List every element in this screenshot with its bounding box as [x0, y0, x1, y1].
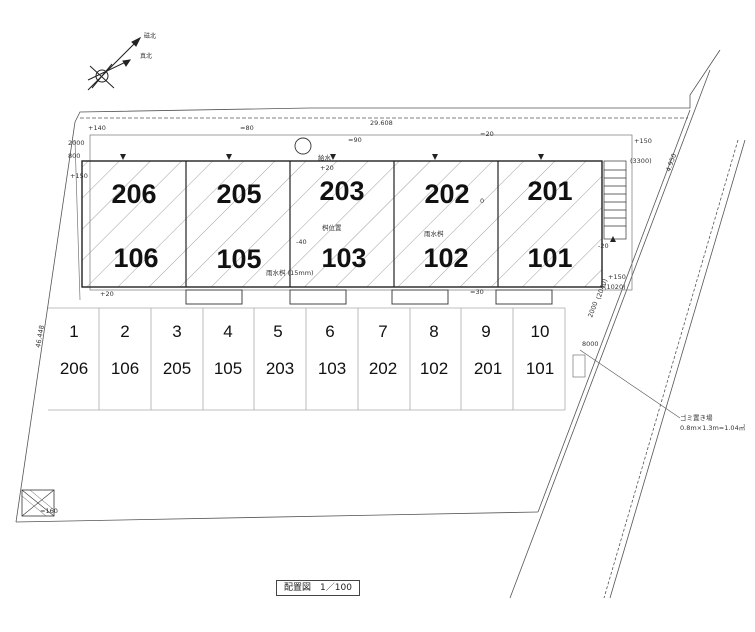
parking-lot-room: 101: [526, 359, 554, 378]
svg-text:+150: +150: [608, 273, 626, 281]
parking-lot-room: 102: [420, 359, 448, 378]
unit-label: 205: [216, 179, 261, 209]
svg-text:29.608: 29.608: [370, 119, 393, 127]
parking-lot-number: 10: [531, 322, 550, 341]
svg-text:=90: =90: [348, 136, 362, 144]
svg-text:給水: 給水: [318, 153, 332, 162]
svg-text:2000: 2000: [586, 300, 599, 318]
svg-text:=20: =20: [480, 130, 494, 138]
parking-lot-numbers: 1 2 3 4 5 6 7 8 9 10: [69, 322, 549, 341]
alcoves: [185, 289, 553, 305]
svg-text:4.950: 4.950: [664, 152, 678, 172]
svg-text:+20: +20: [320, 164, 334, 172]
parking-lot-number: 8: [429, 322, 438, 341]
compass-true-north: 真北: [140, 52, 152, 60]
unit-label: 102: [423, 243, 468, 273]
svg-text:=30: =30: [470, 288, 484, 296]
svg-text:雨水桝 (15mm): 雨水桝 (15mm): [266, 268, 314, 277]
svg-text:0.8m×1.3m=1.04㎡: 0.8m×1.3m=1.04㎡: [680, 423, 746, 432]
building-footprint: [81, 160, 603, 288]
site-boundary: [15, 49, 746, 599]
svg-text:+140: +140: [88, 124, 106, 132]
compass-magnetic-north: 磁北: [144, 32, 156, 40]
compass-icon: [87, 36, 142, 91]
parking-lot-number: 6: [325, 322, 334, 341]
svg-text:=80: =80: [240, 124, 254, 132]
parking-lot-number: 3: [172, 322, 181, 341]
svg-text:=160: =160: [40, 507, 58, 515]
svg-text:+150: +150: [634, 137, 652, 145]
staircase: [603, 160, 627, 240]
unit-label: 206: [111, 179, 156, 209]
unit-labels-lower: 106 105 103 102 101: [113, 243, 572, 274]
parking-lot-number: 7: [378, 322, 387, 341]
parking-lot-room: 106: [111, 359, 139, 378]
svg-text:2000: 2000: [68, 139, 85, 147]
parking-lot-room: 203: [266, 359, 294, 378]
svg-text:-40: -40: [296, 238, 307, 246]
dimension-notes: 29.608 +140 =80 =90 =20 +150 2000 800 +1…: [68, 119, 652, 298]
unit-dividers: [185, 161, 499, 287]
storage-box: [21, 489, 55, 517]
drawing-caption: 配置図 1／100: [276, 580, 360, 596]
parking-lot-number: 1: [69, 322, 78, 341]
parking-lot-room: 103: [318, 359, 346, 378]
svg-text:800: 800: [68, 152, 80, 160]
parking-lot-room: 105: [214, 359, 242, 378]
unit-label: 105: [216, 244, 261, 274]
parking-lot-number: 4: [223, 322, 232, 341]
parking-lot-room: 202: [369, 359, 397, 378]
svg-text:桝位置: 桝位置: [322, 223, 342, 232]
unit-label: 101: [527, 243, 572, 273]
unit-label: 203: [319, 176, 364, 206]
svg-text:46.448: 46.448: [34, 325, 46, 349]
svg-text:8000: 8000: [582, 340, 599, 348]
meter-symbol: [294, 137, 312, 155]
svg-text:+20: +20: [100, 290, 114, 298]
unit-label: 202: [424, 179, 469, 209]
parking-lot-room: 205: [163, 359, 191, 378]
parking-lot-number: 5: [273, 322, 282, 341]
parking-lot-number: 2: [120, 322, 129, 341]
unit-label: 103: [321, 243, 366, 273]
svg-text:0: 0: [480, 197, 484, 205]
parking-lot-room: 206: [60, 359, 88, 378]
svg-text:雨水桝: 雨水桝: [424, 229, 444, 238]
parking-lot-number: 9: [481, 322, 490, 341]
svg-text:ゴミ置き場: ゴミ置き場: [680, 413, 713, 422]
unit-label: 106: [113, 243, 158, 273]
svg-text:-20: -20: [598, 242, 609, 250]
unit-labels-upper: 206 205 203 202 201: [111, 176, 572, 209]
svg-text:(3300): (3300): [630, 157, 652, 165]
unit-label: 201: [527, 176, 572, 206]
parking-lots: [48, 307, 566, 411]
parking-lot-rooms: 206 106 205 105 203 103 202 102 201 101: [60, 359, 554, 378]
svg-text:(1020): (1020): [604, 283, 626, 291]
svg-text:+150: +150: [70, 172, 88, 180]
parking-lot-room: 201: [474, 359, 502, 378]
